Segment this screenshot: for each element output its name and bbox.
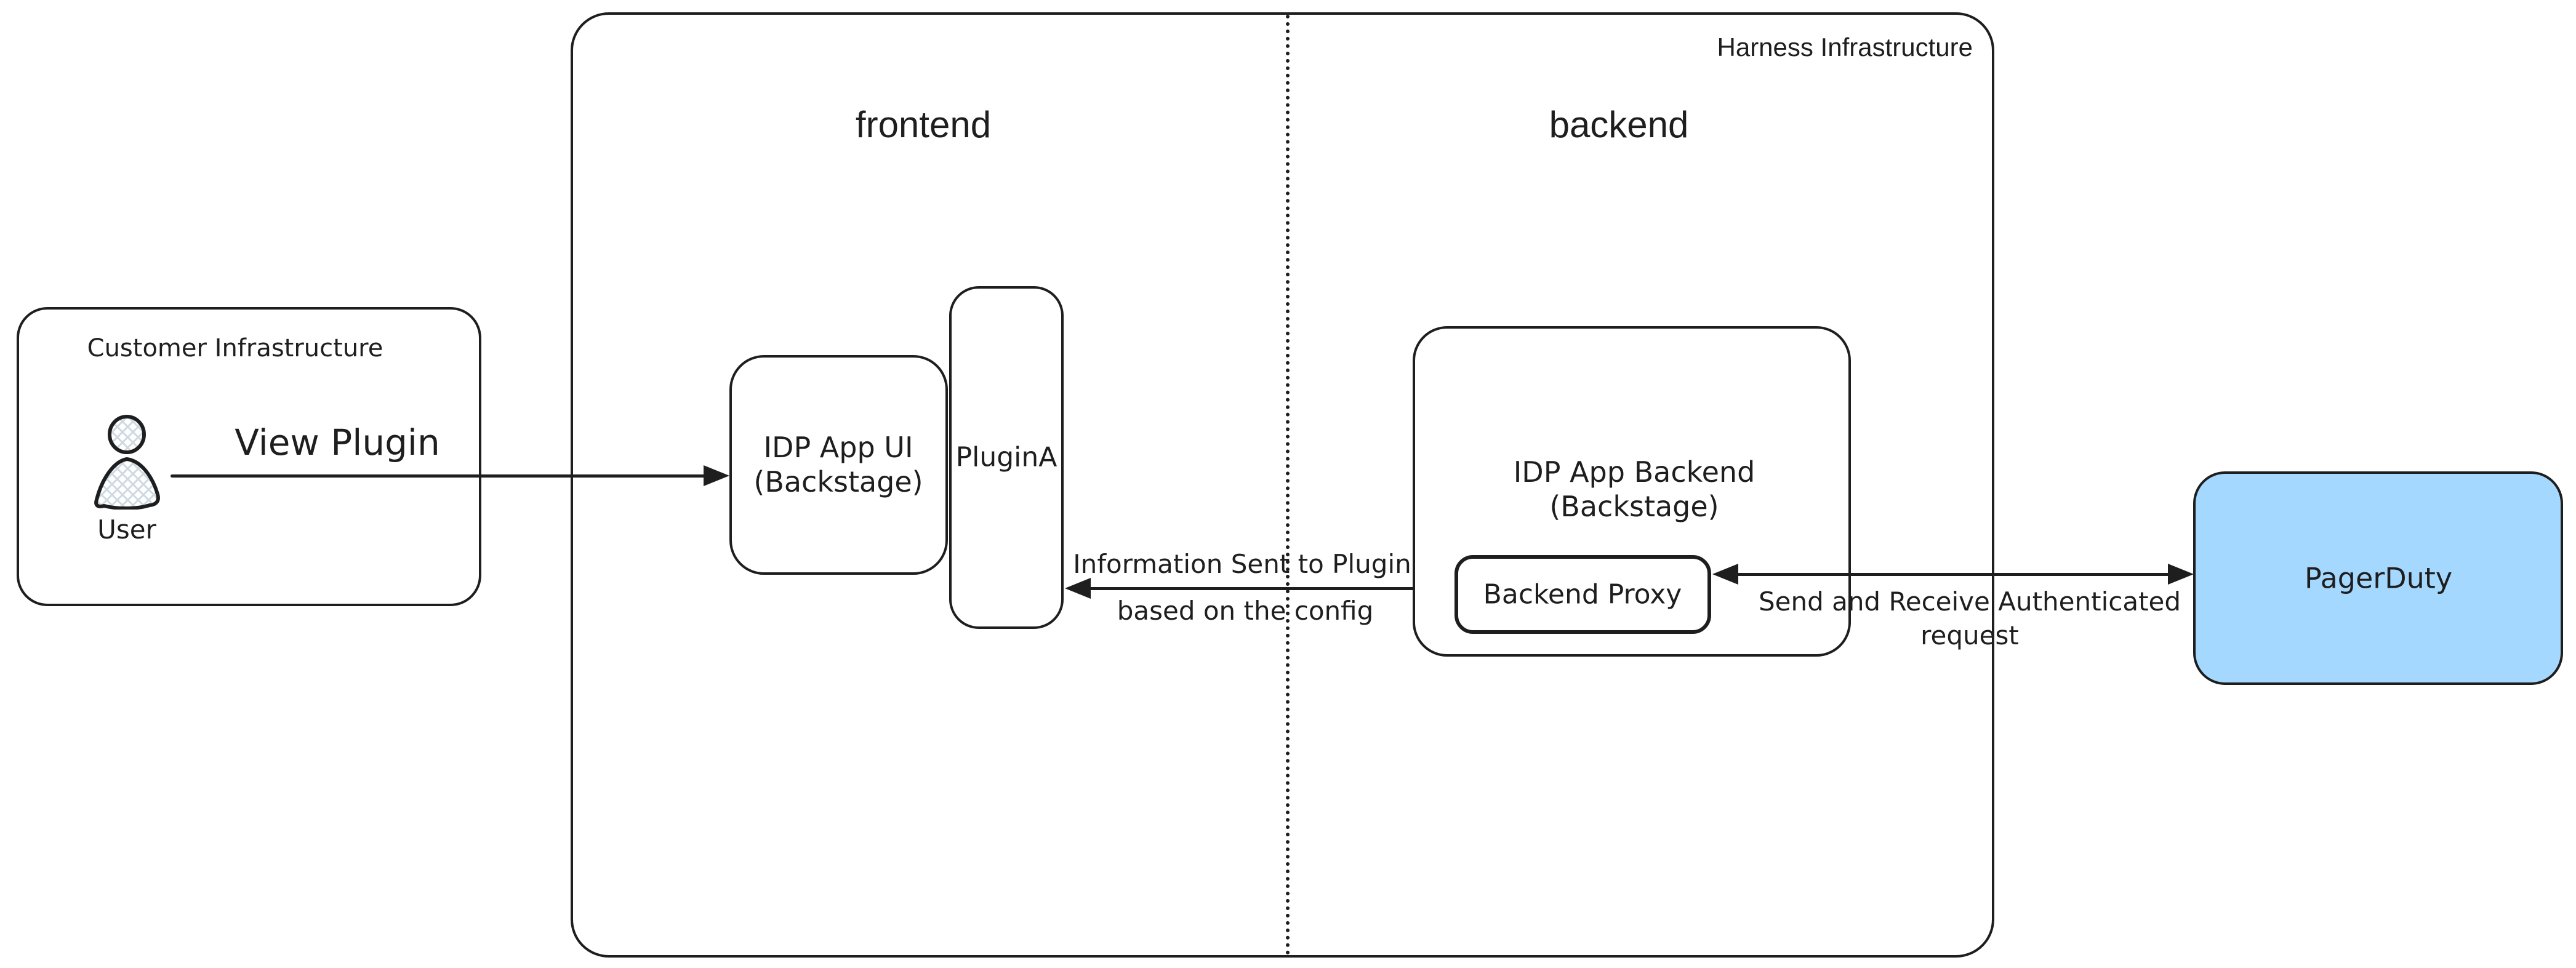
plugin-a-box xyxy=(949,286,1064,629)
harness-infrastructure-box xyxy=(571,12,1994,958)
backend-proxy-box xyxy=(1455,555,1711,634)
pagerduty-box xyxy=(2193,471,2563,685)
harness-infrastructure-title: Harness Infrastructure xyxy=(1717,33,1973,62)
idp-app-ui-line2: (Backstage) xyxy=(753,465,923,498)
idp-app-ui-label: IDP App UI (Backstage) xyxy=(753,430,923,499)
section-label-backend: backend xyxy=(1549,104,1689,145)
plugin-a-label: PluginA xyxy=(955,441,1057,473)
info-sent-arrowhead-icon xyxy=(1065,578,1091,599)
info-sent-arrow-label-line2: based on the config xyxy=(1117,595,1374,626)
pagerduty-label: PagerDuty xyxy=(2304,561,2453,595)
backend-proxy-label: Backend Proxy xyxy=(1483,578,1682,610)
idp-app-backend-box xyxy=(1413,326,1851,657)
view-plugin-arrow-line xyxy=(171,474,705,478)
auth-request-arrow-label-line1: Send and Receive Authenticated xyxy=(1758,586,2181,617)
section-label-frontend: frontend xyxy=(855,104,992,145)
view-plugin-arrowhead-icon xyxy=(704,465,729,486)
auth-request-arrowhead-right-icon xyxy=(2168,564,2194,585)
customer-infrastructure-box xyxy=(17,307,481,606)
customer-infrastructure-title: Customer Infrastructure xyxy=(87,334,383,362)
auth-request-arrow-line xyxy=(1737,573,2169,576)
info-sent-arrow-line xyxy=(1089,587,1414,590)
user-icon xyxy=(94,415,160,510)
idp-app-backend-label: IDP App Backend (Backstage) xyxy=(1514,455,1755,524)
frontend-backend-divider xyxy=(1286,15,1290,955)
auth-request-arrow-label-line2: request xyxy=(1920,620,2019,650)
info-sent-arrow-label-line1: Information Sent to Plugin xyxy=(1073,548,1411,579)
idp-app-backend-line1: IDP App Backend xyxy=(1513,455,1755,489)
view-plugin-arrow-label: View Plugin xyxy=(235,422,440,464)
idp-app-ui-box xyxy=(729,355,948,575)
auth-request-arrowhead-left-icon xyxy=(1712,564,1738,585)
idp-app-ui-line1: IDP App UI xyxy=(763,431,913,464)
user-label: User xyxy=(97,514,156,545)
idp-app-backend-line2: (Backstage) xyxy=(1549,490,1719,523)
